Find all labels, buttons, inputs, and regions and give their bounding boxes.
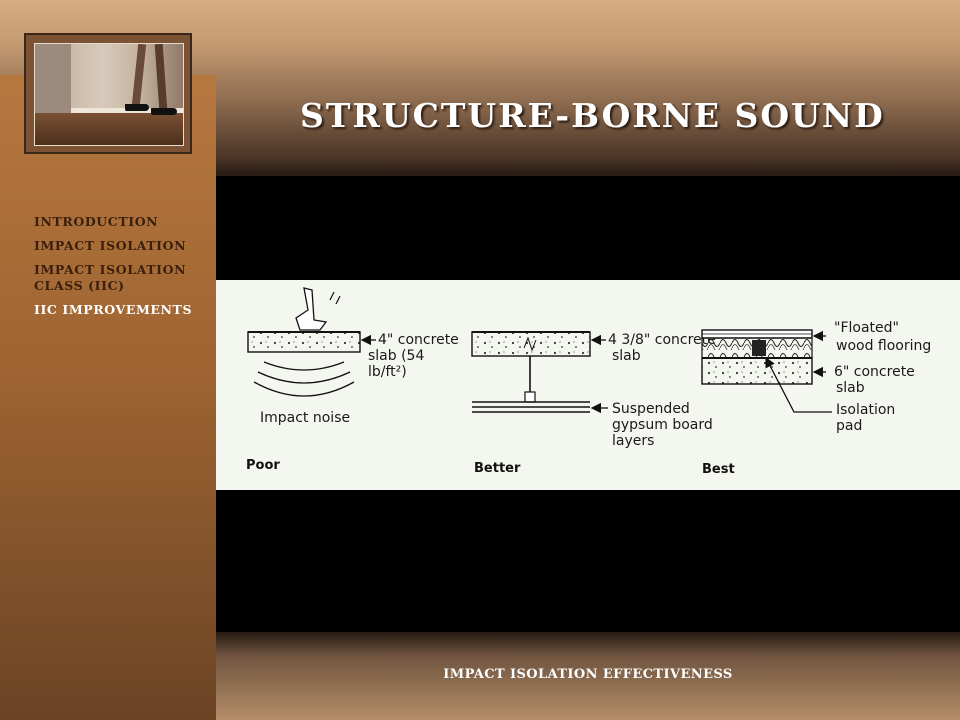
nav-item-impact-isolation[interactable]: IMPACT ISOLATION [34, 238, 187, 253]
better-slab-note-1: 4 3/8" concrete [608, 332, 716, 348]
poor-slab-note-1: 4" concrete [378, 332, 459, 348]
nav-item-iic-improvements[interactable]: IIC IMPROVEMENTS [34, 302, 193, 317]
best-assembly [701, 329, 832, 413]
better-board-note-1: Suspended [612, 401, 690, 417]
poor-noise-note: Impact noise [260, 410, 350, 426]
high-heels-photo [34, 43, 184, 146]
best-slab-note-1: 6" concrete [834, 364, 915, 380]
poor-label: Poor [246, 458, 280, 473]
better-board-note-3: layers [612, 433, 654, 449]
poor-slab-note-3: lb/ft²) [368, 364, 407, 380]
best-label: Best [702, 462, 735, 477]
best-floor-note-2: wood flooring [836, 338, 931, 354]
header-photo-frame [24, 33, 192, 154]
better-slab-note-2: slab [612, 348, 641, 364]
sidebar-nav: INTRODUCTION IMPACT ISOLATION IMPACT ISO… [34, 214, 204, 326]
poor-assembly [247, 287, 376, 397]
best-floor-note-1: "Floated" [834, 320, 899, 336]
nav-item-introduction[interactable]: INTRODUCTION [34, 214, 159, 229]
best-slab-note-2: slab [836, 380, 865, 396]
better-board-note-2: gypsum board [612, 417, 713, 433]
slide-caption: IMPACT ISOLATION EFFECTIVENESS [443, 667, 733, 682]
sidebar [0, 75, 216, 720]
nav-item-impact-isolation-class[interactable]: IMPACT ISOLATION CLASS (IIC) [34, 262, 187, 293]
slide-title: STRUCTURE-BORNE SOUND [300, 96, 885, 135]
best-pad-note-2: pad [836, 418, 862, 434]
poor-slab-note-2: slab (54 [368, 348, 424, 364]
best-pad-note-1: Isolation [836, 402, 895, 418]
better-assembly [471, 331, 608, 414]
better-label: Better [474, 461, 521, 476]
impact-isolation-diagram: 4" concrete slab (54 lb/ft²) Impact nois… [216, 280, 960, 490]
